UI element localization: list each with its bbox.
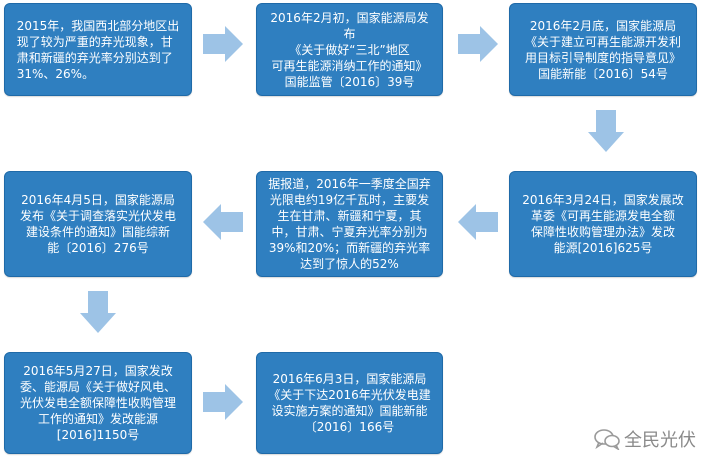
step-5-box: 据报道，2016年一季度全国弃 光限电约19亿千瓦时，主要发 生在甘肃、新疆和宁… xyxy=(256,171,443,277)
step-3-text: 2016年2月底，国家能源局 《关于建立可再生能源开发利 用目标引导制度的指导意… xyxy=(524,18,681,81)
step-7-text: 2016年5月27日，国家发改 委、能源局《关于做好风电、 光伏发电全额保障性收… xyxy=(19,364,176,442)
step-8-box: 2016年6月3日，国家能源局 《关于下达2016年光伏发电建 设实施方案的通知… xyxy=(256,352,443,454)
wechat-icon xyxy=(594,428,620,450)
step-6-box: 2016年4月5日，国家能源局 发布《关于调查落实光伏发电 建设条件的通知》国能… xyxy=(4,171,192,277)
step-3-box: 2016年2月底，国家能源局 《关于建立可再生能源开发利 用目标引导制度的指导意… xyxy=(509,3,697,96)
step-8-text: 2016年6月3日，国家能源局 《关于下达2016年光伏发电建 设实施方案的通知… xyxy=(268,372,431,434)
step-1-text: 2015年，我国西北部分地区出 现了较为严重的弃光现象，甘 肃和新疆的弃光率分别… xyxy=(16,18,180,81)
watermark: 全民光伏 xyxy=(594,426,696,452)
step-2-box: 2016年2月初，国家能源局发布 《关于做好“三北”地区 可再生能源消纳工作的通… xyxy=(256,3,443,96)
step-7-box: 2016年5月27日，国家发改 委、能源局《关于做好风电、 光伏发电全额保障性收… xyxy=(4,352,192,454)
step-5-text: 据报道，2016年一季度全国弃 光限电约19亿千瓦时，主要发 生在甘肃、新疆和宁… xyxy=(268,177,431,271)
arrow-down-icon xyxy=(78,291,118,333)
arrow-left-icon xyxy=(458,202,498,242)
step-2-text: 2016年2月初，国家能源局发布 《关于做好“三北”地区 可再生能源消纳工作的通… xyxy=(270,10,429,89)
step-1-box: 2015年，我国西北部分地区出 现了较为严重的弃光现象，甘 肃和新疆的弃光率分别… xyxy=(4,3,192,96)
watermark-text: 全民光伏 xyxy=(624,430,696,451)
step-6-text: 2016年4月5日，国家能源局 发布《关于调查落实光伏发电 建设条件的通知》国能… xyxy=(19,193,176,255)
arrow-right-icon xyxy=(458,24,498,64)
step-4-text: 2016年3月24日，国家发展改 革委《可再生能源发电全额 保障性收购管理办法》… xyxy=(522,193,684,255)
arrow-down-icon xyxy=(586,110,626,152)
arrow-right-icon xyxy=(203,24,243,64)
arrow-left-icon xyxy=(203,202,243,242)
arrow-right-icon xyxy=(203,382,243,422)
step-4-box: 2016年3月24日，国家发展改 革委《可再生能源发电全额 保障性收购管理办法》… xyxy=(509,171,697,277)
